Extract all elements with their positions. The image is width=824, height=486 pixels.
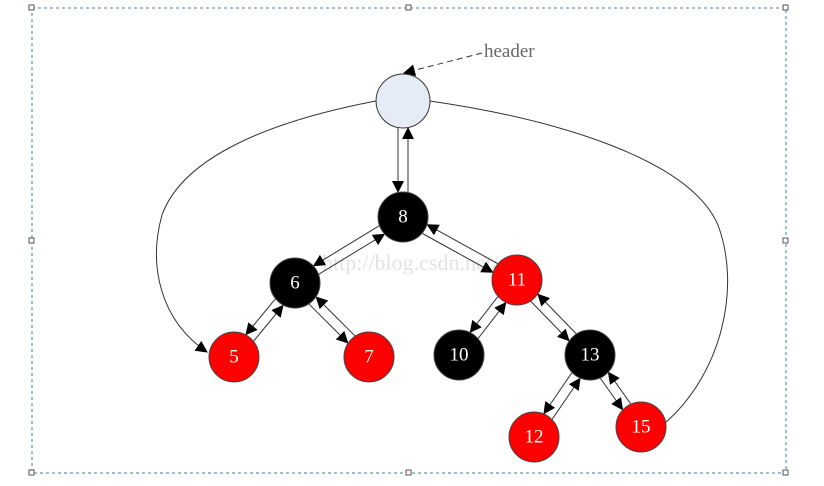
handle-middle-left[interactable] bbox=[28, 237, 35, 244]
tree-edges bbox=[245, 127, 632, 420]
edge-6-to-7 bbox=[308, 303, 349, 344]
tree-nodes: 8 6 11 5 7 10 13 12 15 bbox=[208, 191, 667, 463]
node-circle-7 bbox=[343, 331, 395, 383]
extreme-pointer-curves bbox=[156, 100, 729, 424]
tree-node-6: 6 bbox=[269, 257, 321, 309]
node-circle-8 bbox=[377, 191, 429, 243]
node-label-12: 12 bbox=[525, 427, 544, 448]
node-circle-13 bbox=[564, 329, 616, 381]
node-circle-6 bbox=[269, 257, 321, 309]
node-label-11: 11 bbox=[508, 270, 526, 291]
edge-10-to-11 bbox=[477, 302, 507, 339]
node-circle-15 bbox=[615, 401, 667, 453]
edge-13-to-11 bbox=[537, 293, 577, 334]
header-node bbox=[375, 73, 431, 129]
edge-15-to-13 bbox=[607, 371, 632, 404]
edge-8-to-6 bbox=[312, 225, 380, 267]
header-pointer-arrow bbox=[403, 52, 483, 77]
edge-12-to-13 bbox=[551, 377, 581, 420]
edge-11-to-13 bbox=[530, 301, 570, 342]
node-label-15: 15 bbox=[632, 417, 651, 438]
node-label-10: 10 bbox=[450, 345, 469, 366]
selection-handles bbox=[28, 4, 789, 476]
handle-bottom-center[interactable] bbox=[405, 469, 412, 476]
node-label-6: 6 bbox=[290, 273, 300, 294]
edge-6-to-8 bbox=[318, 233, 386, 275]
node-label-7: 7 bbox=[364, 347, 374, 368]
curve-rightmost-to-header bbox=[429, 100, 729, 424]
handle-bottom-left[interactable] bbox=[28, 469, 35, 476]
node-circle-5 bbox=[208, 331, 260, 383]
watermark-text: http://blog.csdn.net/ bbox=[322, 250, 499, 275]
node-circle-10 bbox=[433, 329, 485, 381]
tree-node-10: 10 bbox=[433, 329, 485, 381]
node-label-5: 5 bbox=[229, 347, 239, 368]
handle-top-left[interactable] bbox=[28, 4, 35, 11]
curve-header-to-leftmost bbox=[156, 100, 377, 353]
tree-node-7: 7 bbox=[343, 331, 395, 383]
tree-node-13: 13 bbox=[564, 329, 616, 381]
node-circle-12 bbox=[508, 411, 560, 463]
handle-top-center[interactable] bbox=[405, 4, 412, 11]
tree-node-5: 5 bbox=[208, 331, 260, 383]
node-label-13: 13 bbox=[581, 345, 600, 366]
edge-11-to-10 bbox=[469, 296, 499, 333]
handle-bottom-right[interactable] bbox=[782, 469, 789, 476]
tree-node-12: 12 bbox=[508, 411, 560, 463]
edge-8-to-11 bbox=[422, 233, 494, 273]
node-circle-11 bbox=[491, 254, 543, 306]
edge-6-to-5 bbox=[245, 298, 276, 336]
edge-7-to-6 bbox=[315, 296, 356, 337]
tree-node-11: 11 bbox=[491, 254, 543, 306]
handle-top-right[interactable] bbox=[782, 4, 789, 11]
header-label: header bbox=[484, 41, 535, 62]
tree-node-8: 8 bbox=[377, 191, 429, 243]
edge-5-to-6 bbox=[253, 304, 284, 342]
edge-13-to-15 bbox=[599, 378, 624, 411]
node-label-8: 8 bbox=[398, 207, 408, 228]
edge-11-to-8 bbox=[426, 224, 498, 264]
tree-node-15: 15 bbox=[615, 401, 667, 453]
edge-13-to-12 bbox=[543, 372, 573, 415]
handle-middle-right[interactable] bbox=[782, 237, 789, 244]
